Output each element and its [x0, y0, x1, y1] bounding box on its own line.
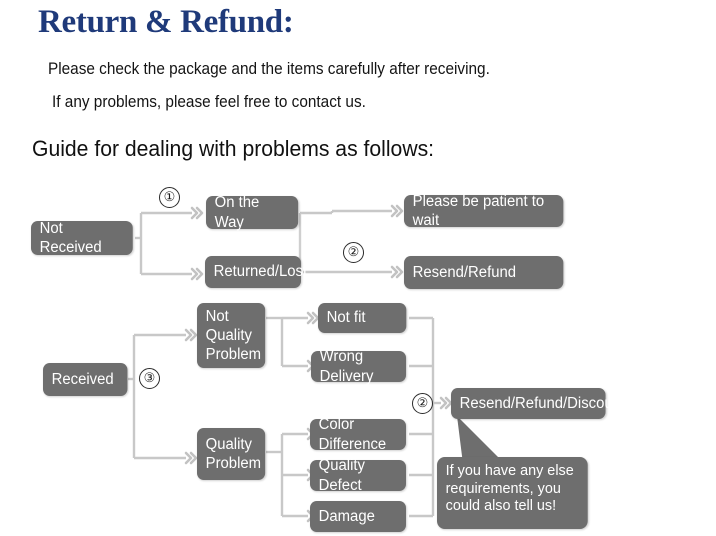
node-returned-lost[interactable]: Returned/Lost: [205, 256, 307, 288]
node-quality-problem[interactable]: Quality Problem: [197, 428, 266, 480]
intro-line-2: If any problems, please feel free to con…: [52, 93, 366, 111]
node-damage[interactable]: Damage: [310, 501, 406, 532]
guide-heading: Guide for dealing with problems as follo…: [32, 136, 435, 161]
node-received[interactable]: Received: [43, 363, 128, 396]
node-resend-refund[interactable]: Resend/Refund: [404, 256, 564, 289]
node-please-be-patient-to-wait[interactable]: Please be patient to wait: [404, 193, 564, 229]
node-quality-defect[interactable]: Quality Defect: [310, 457, 406, 494]
callout-tail: [457, 416, 505, 464]
node-not-fit[interactable]: Not fit: [318, 303, 407, 333]
page-title: Return & Refund:: [38, 4, 294, 40]
node-on-the-way[interactable]: On the Way: [206, 194, 299, 231]
callout-bubble: If you have any else requirements, you c…: [437, 457, 588, 529]
step-number-2-lower: ②: [412, 393, 433, 414]
intro-line-1: Please check the package and the items c…: [48, 60, 490, 78]
node-resend-refund-discount[interactable]: Resend/Refund/Discount: [451, 388, 625, 419]
step-number-2-upper: ②: [343, 242, 364, 263]
node-color-difference[interactable]: Color Difference: [310, 416, 406, 453]
node-not-quality-problem[interactable]: Not Quality Problem: [197, 303, 266, 368]
step-number-1: ①: [159, 187, 180, 208]
step-number-3: ③: [139, 368, 160, 389]
node-wrong-delivery[interactable]: Wrong Delivery: [311, 348, 407, 385]
node-not-received[interactable]: Not Received: [31, 220, 133, 256]
